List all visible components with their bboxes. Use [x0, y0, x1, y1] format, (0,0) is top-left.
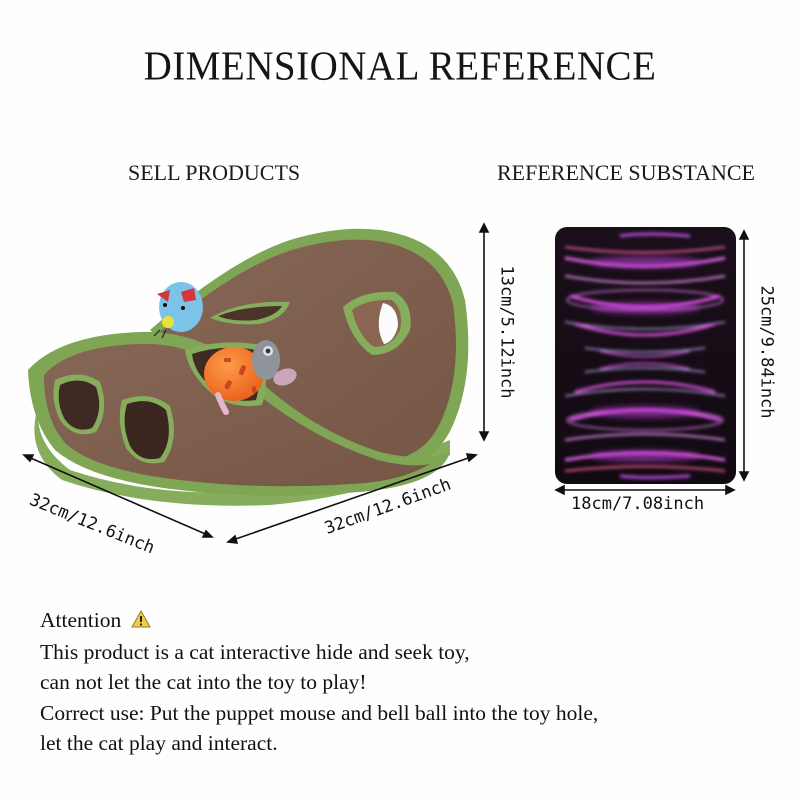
height-dimension-arrow	[478, 222, 490, 442]
note-line: can not let the cat into the toy to play…	[40, 670, 367, 694]
sell-products-label: SELL PRODUCTS	[128, 160, 301, 185]
note-line: let the cat play and interact.	[40, 731, 278, 755]
product-height-label: 13cm/5.12inch	[496, 265, 517, 399]
bell-ball	[204, 347, 264, 401]
puppet-mouse	[215, 340, 297, 415]
note-line: This product is a cat interactive hide a…	[40, 639, 470, 664]
tablet-height-arrow	[738, 229, 750, 482]
depth-dimension-arrow	[22, 454, 214, 538]
note-line: Correct use: Put the puppet mouse and be…	[40, 700, 599, 725]
toy-hole-middle	[119, 396, 174, 464]
attention-label: Attention	[40, 608, 122, 632]
tablet-image	[555, 227, 736, 484]
toy-hole-right	[343, 291, 411, 355]
attention-notes: Attention This product is a cat interact…	[40, 605, 598, 759]
toy-hole-left	[53, 374, 105, 435]
cat-toy-image	[28, 228, 469, 506]
warning-triangle-icon	[130, 606, 151, 637]
reference-substance-label: REFERENCE SUBSTANCE	[497, 160, 755, 185]
tablet-width-label: 18cm/7.08inch	[571, 494, 705, 514]
blue-bird-toy	[153, 282, 203, 339]
tablet-height-label: 25cm/9.84inch	[756, 285, 777, 419]
tablet-width-arrow	[554, 484, 736, 496]
page-title: DIMENSIONAL REFERENCE	[143, 43, 657, 90]
width-dimension-arrow	[226, 453, 478, 544]
